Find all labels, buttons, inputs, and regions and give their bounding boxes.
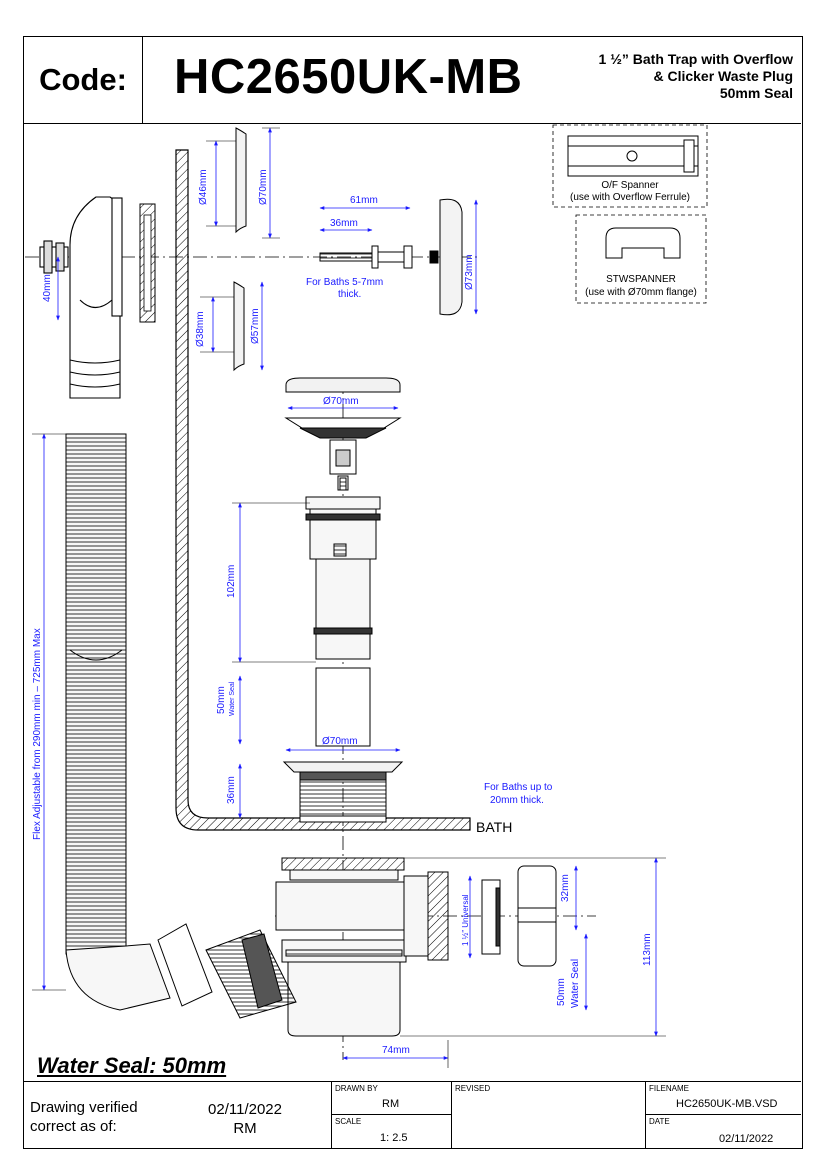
dim-d70c: Ø70mm xyxy=(322,736,358,747)
dim-d70a: Ø70mm xyxy=(258,169,269,205)
date: 02/11/2022 xyxy=(719,1133,774,1145)
bath-label: BATH xyxy=(476,819,512,835)
dim-61: 61mm xyxy=(350,195,378,206)
waste-tube-lower xyxy=(315,667,371,747)
baths20-l2: 20mm thick. xyxy=(490,795,544,806)
revised-label: REVISED xyxy=(455,1084,491,1093)
overflow-bolt xyxy=(319,245,439,269)
overflow-body xyxy=(39,196,123,399)
dim-water-seal-small: Water Seal xyxy=(229,681,236,716)
date-label: DATE xyxy=(649,1117,670,1126)
stw-spanner-l2: (use with Ø70mm flange) xyxy=(585,287,697,298)
waste-tube-upper xyxy=(305,496,381,660)
code-label: Code: xyxy=(24,37,143,123)
overflow-ferrule-38 xyxy=(233,281,245,372)
stw-spanner-icon xyxy=(605,227,681,259)
dim-d73: Ø73mm xyxy=(464,254,475,290)
verified-label-2: correct as of: xyxy=(30,1118,117,1135)
verified-label-1: Drawing verified xyxy=(30,1099,138,1116)
waste-flange xyxy=(282,761,404,823)
dim-universal: 1 ½” Universal xyxy=(461,894,470,946)
overflow-gasket xyxy=(139,203,156,323)
dim-113: 113mm xyxy=(642,933,653,966)
dim-water-seal: Water Seal xyxy=(570,959,581,1008)
verified-cell: Drawing verified correct as of: 02/11/20… xyxy=(24,1082,332,1149)
of-spanner-l1: O/F Spanner xyxy=(601,180,659,191)
dim-36b: 36mm xyxy=(226,776,237,804)
baths57-l1: For Baths 5-7mm xyxy=(306,277,383,288)
dim-50: 50mm xyxy=(216,686,227,714)
verified-by: RM xyxy=(233,1120,257,1137)
overflow-ferrule-46 xyxy=(235,127,247,234)
dim-74: 74mm xyxy=(382,1045,410,1056)
filename-label: FILENAME xyxy=(649,1084,690,1093)
product-description: 1 ½” Bath Trap with Overflow & Clicker W… xyxy=(598,51,793,101)
scale-cell: SCALE 1: 2.5 xyxy=(332,1115,452,1149)
scale-label: SCALE xyxy=(335,1117,362,1126)
drawn-by: RM xyxy=(382,1098,400,1110)
trap-washer xyxy=(481,879,501,955)
bath-wall xyxy=(175,149,471,831)
clicker-plug xyxy=(284,377,402,491)
dim-40: 40mm xyxy=(42,274,53,302)
trap-body xyxy=(275,857,449,1037)
dim-d46: Ø46mm xyxy=(198,169,209,205)
product-code: HC2650UK-MB xyxy=(174,50,523,104)
trap-nut xyxy=(517,865,557,967)
filename-cell: FILENAME HC2650UK-MB.VSD xyxy=(646,1082,801,1115)
stw-spanner-box xyxy=(575,214,707,304)
baths57-l2: thick. xyxy=(338,289,361,300)
revised-cell: REVISED xyxy=(452,1082,646,1149)
filename: HC2650UK-MB.VSD xyxy=(676,1098,778,1110)
scale: 1: 2.5 xyxy=(380,1132,408,1144)
stw-spanner-l1: STWSPANNER xyxy=(606,274,676,285)
drawn-by-label: DRAWN BY xyxy=(335,1084,378,1093)
dim-d38: Ø38mm xyxy=(195,311,206,347)
drawing-sheet: Code: HC2650UK-MB 1 ½” Bath Trap with Ov… xyxy=(23,36,803,1149)
water-seal-title: Water Seal: 50mm xyxy=(37,1053,227,1078)
of-spanner-l2: (use with Overflow Ferrule) xyxy=(570,192,690,203)
dim-32: 32mm xyxy=(560,874,571,902)
dim-50b: 50mm xyxy=(556,978,567,1006)
baths20-l1: For Baths up to xyxy=(484,782,553,793)
verified-date: 02/11/2022 xyxy=(208,1101,282,1118)
dim-d70b: Ø70mm xyxy=(323,396,359,407)
dim-d57: Ø57mm xyxy=(250,308,261,344)
drawn-by-cell: DRAWN BY RM xyxy=(332,1082,452,1115)
date-cell: DATE 02/11/2022 xyxy=(646,1115,801,1149)
dim-36a: 36mm xyxy=(330,218,358,229)
dim-102: 102mm xyxy=(226,565,237,598)
of-spanner-icon xyxy=(567,135,699,177)
title-block: Drawing verified correct as of: 02/11/20… xyxy=(24,1081,801,1149)
of-spanner-box xyxy=(552,124,708,208)
flex-hose xyxy=(65,433,297,1019)
header: Code: HC2650UK-MB 1 ½” Bath Trap with Ov… xyxy=(24,37,801,124)
dim-flex: Flex Adjustable from 290mm min – 725mm M… xyxy=(32,628,43,840)
overflow-cover-73 xyxy=(439,198,463,316)
